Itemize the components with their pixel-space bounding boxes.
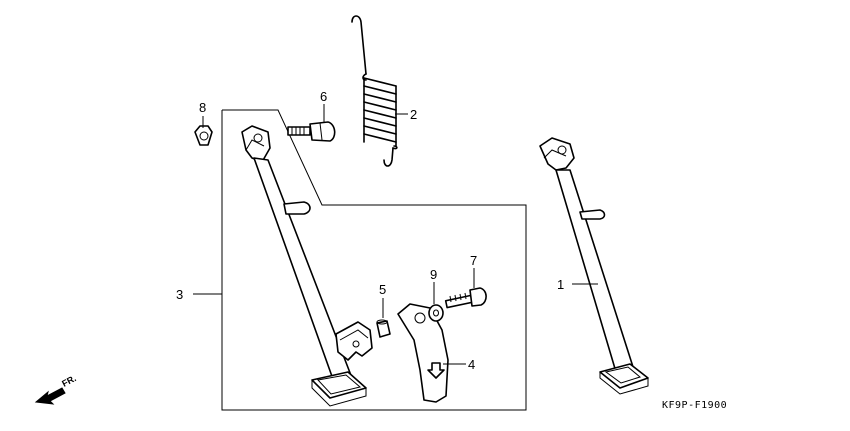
callout-7: 7 xyxy=(470,253,477,268)
assembly-outline xyxy=(221,109,527,411)
collar-5-part xyxy=(376,319,391,338)
stand-1-part xyxy=(539,137,649,395)
bracket-part xyxy=(335,321,373,361)
plate-4-part xyxy=(397,303,449,403)
bolt-7-part xyxy=(444,287,487,309)
stand-3-part xyxy=(241,125,367,407)
callout-8: 8 xyxy=(199,100,206,115)
nut-8-part xyxy=(194,125,213,146)
callout-2: 2 xyxy=(410,107,417,122)
drawing-code: KF9P-F1900 xyxy=(662,400,727,411)
front-arrow-icon xyxy=(34,387,66,405)
callout-6: 6 xyxy=(320,89,327,104)
bolt-6-part xyxy=(287,121,336,142)
callout-5: 5 xyxy=(379,282,386,297)
direction-label: FR. xyxy=(60,373,77,389)
callout-1: 1 xyxy=(557,277,564,292)
spring-part xyxy=(351,15,398,167)
callout-9: 9 xyxy=(430,267,437,282)
callout-4: 4 xyxy=(468,357,475,372)
washer-9-part xyxy=(428,304,444,322)
direction-arrow: FR. xyxy=(34,373,78,405)
callout-3: 3 xyxy=(176,287,183,302)
